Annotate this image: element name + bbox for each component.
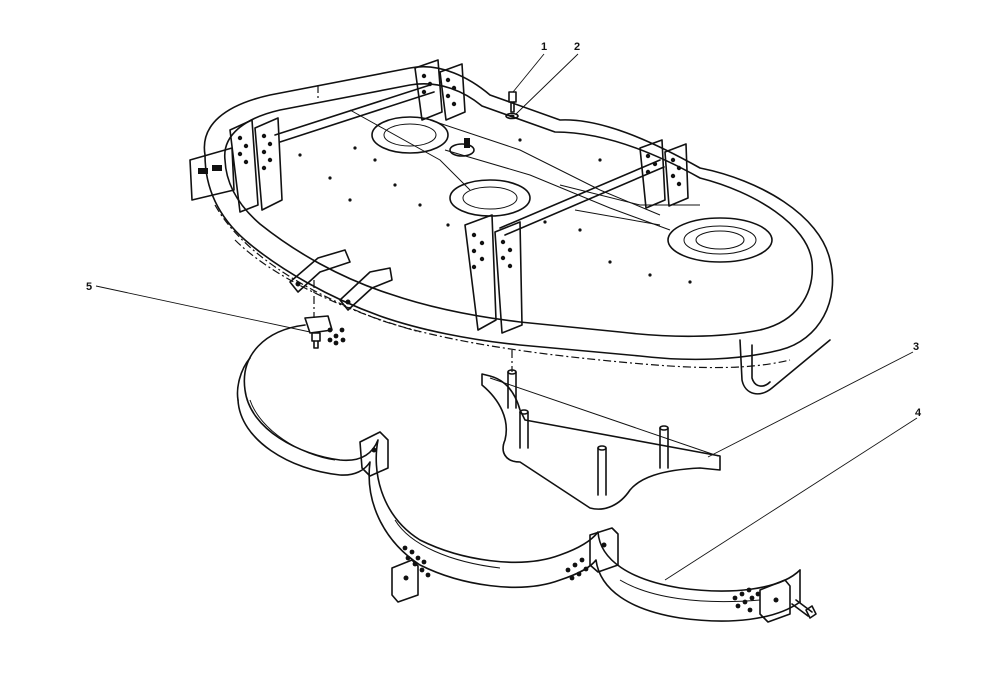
callout-3: 3	[913, 341, 919, 353]
rivet-cluster-c	[565, 557, 589, 581]
part-4-skirt-band	[236, 315, 817, 623]
callout-1: 1	[541, 41, 547, 53]
leader-line-4	[664, 417, 918, 581]
callout-5: 5	[86, 281, 92, 293]
leader-line-2	[515, 53, 579, 115]
callout-2: 2	[574, 41, 580, 53]
callout-labels: 1 2 3 4 5	[86, 41, 922, 419]
callout-4: 4	[915, 407, 922, 419]
deck-rivets	[298, 138, 692, 284]
part-5-bolt	[311, 332, 321, 349]
part-3-baffle-plate	[481, 369, 721, 510]
leader-line-5	[95, 285, 311, 333]
baffle-posts	[507, 369, 669, 496]
part-1-bolt	[508, 91, 517, 113]
callout-leaders	[95, 53, 918, 581]
part-2-washer	[505, 112, 519, 120]
rivet-cluster-b	[402, 545, 431, 578]
hanger-brackets	[229, 59, 689, 334]
rivet-cluster-a	[327, 327, 346, 346]
mower-deck	[189, 66, 834, 395]
bracket-holes	[237, 73, 682, 270]
leader-line-3	[707, 351, 914, 458]
rivet-cluster-d	[732, 587, 761, 613]
leader-line-1	[512, 53, 545, 93]
